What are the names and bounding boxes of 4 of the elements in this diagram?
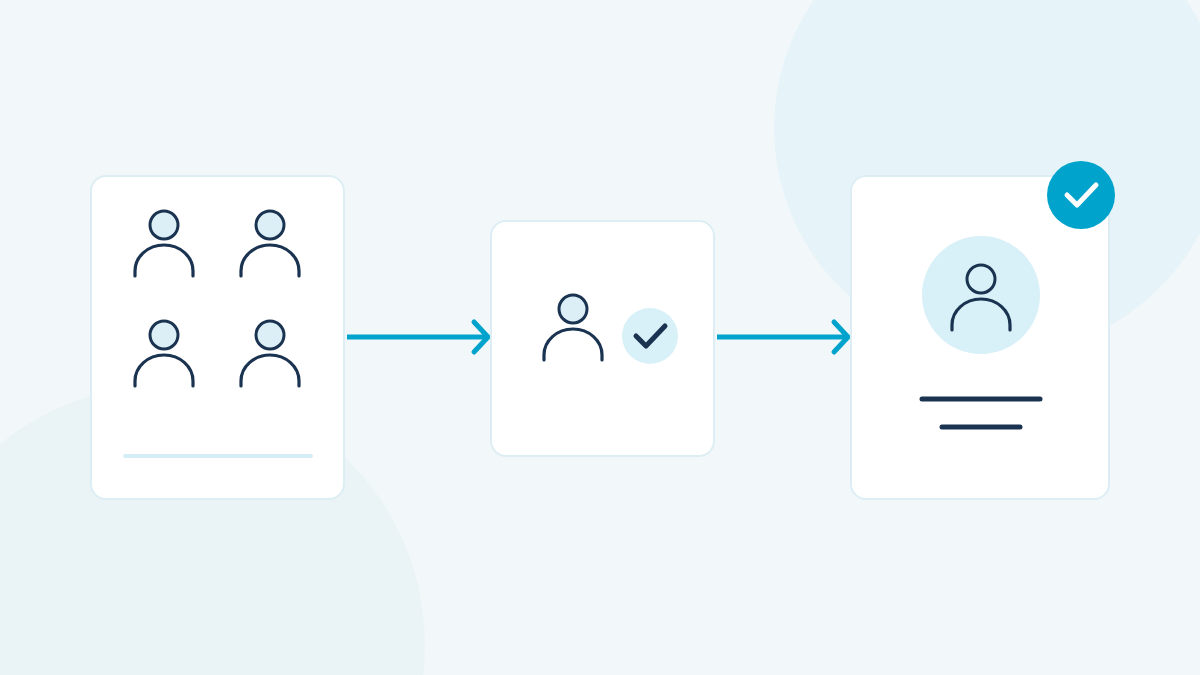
card <box>490 220 715 457</box>
arrow <box>717 319 851 355</box>
arrow <box>347 319 491 355</box>
card <box>90 175 345 500</box>
